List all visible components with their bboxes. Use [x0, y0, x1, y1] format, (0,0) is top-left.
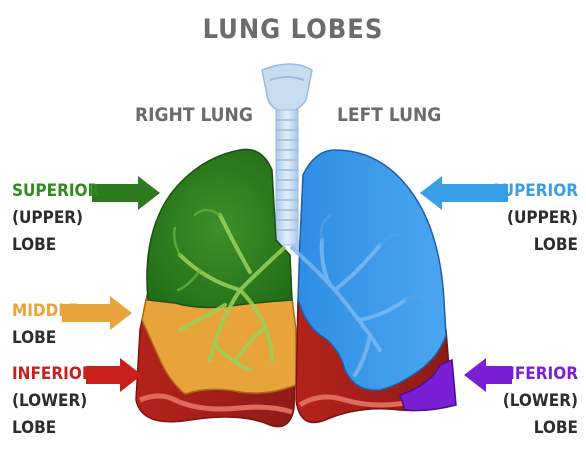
left-inferior-arrow: [464, 358, 512, 392]
left-lung: [290, 149, 457, 424]
right-inferior-arrow: [86, 358, 142, 392]
right-superior-arrow: [92, 176, 160, 210]
right-inferior-label: INFERIOR (LOWER) LOBE: [12, 364, 94, 438]
right-middle-label: MIDDLE LOBE: [12, 301, 79, 348]
diagram-title: LUNG LOBES: [202, 14, 384, 45]
right-middle-arrow: [62, 296, 132, 330]
right-lung-title: RIGHT LUNG: [135, 104, 253, 126]
left-superior-label: SUPERIOR (UPPER) LOBE: [490, 181, 578, 255]
right-superior-label: SUPERIOR (UPPER) LOBE: [12, 181, 100, 255]
left-inferior-label: INFERIOR (LOWER) LOBE: [496, 364, 578, 438]
left-lung-title: LEFT LUNG: [337, 104, 442, 126]
right-lung: [135, 148, 297, 428]
left-superior-arrow: [420, 176, 508, 210]
left-superior-lobe: [297, 149, 447, 391]
